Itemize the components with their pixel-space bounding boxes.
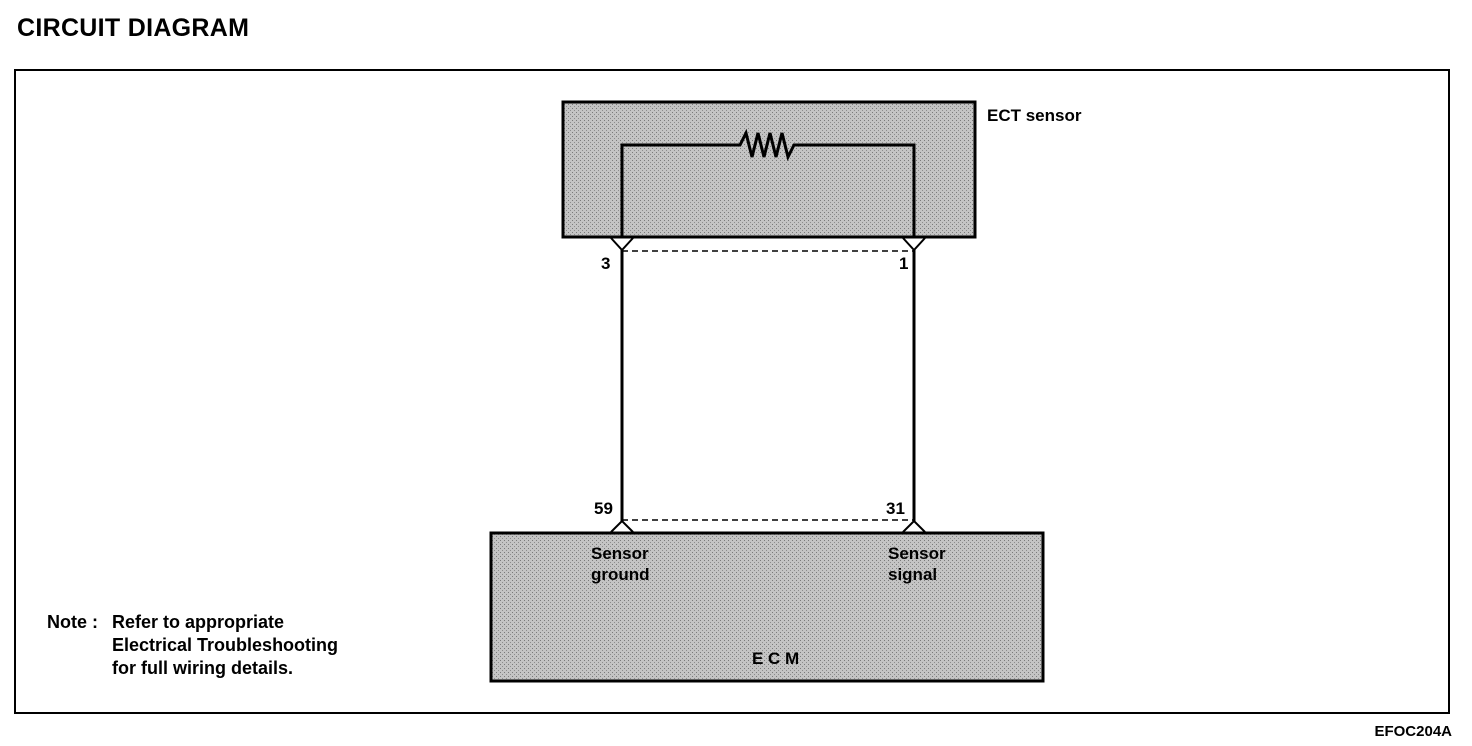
ecm-right-label-2: signal (888, 565, 938, 584)
ect-sensor-box (561, 100, 977, 239)
page-title: CIRCUIT DIAGRAM (17, 14, 250, 42)
note-line-2: Electrical Troubleshooting (112, 635, 339, 655)
note-prefix: Note : (47, 612, 98, 632)
sensor-pin-left: 3 (601, 254, 611, 273)
ecm-pin-right: 31 (886, 499, 905, 518)
ect-sensor-label: ECT sensor (987, 106, 1082, 125)
diagram-frame (14, 69, 1450, 714)
sensor-connector-right (902, 237, 926, 252)
ecm-label: E C M (752, 649, 800, 668)
resistor-circuit (620, 128, 916, 237)
note: Note : Refer to appropriate Electrical T… (47, 611, 338, 680)
ecm-right-label-1: Sensor (888, 544, 946, 563)
note-line-3: for full wiring details. (112, 658, 294, 678)
ecm-connector-left (610, 519, 634, 533)
sensor-pin-right: 1 (899, 254, 909, 273)
figure-code: EFOC204A (1374, 723, 1452, 740)
ecm-connector-right (902, 519, 926, 533)
note-line-1: Refer to appropriate (112, 612, 285, 632)
ecm-left-label-2: ground (591, 565, 650, 584)
sensor-connector-left (610, 237, 634, 252)
ecm-box (489, 531, 1045, 683)
ecm-left-label-1: Sensor (591, 544, 649, 563)
ecm-pin-left: 59 (594, 499, 613, 518)
